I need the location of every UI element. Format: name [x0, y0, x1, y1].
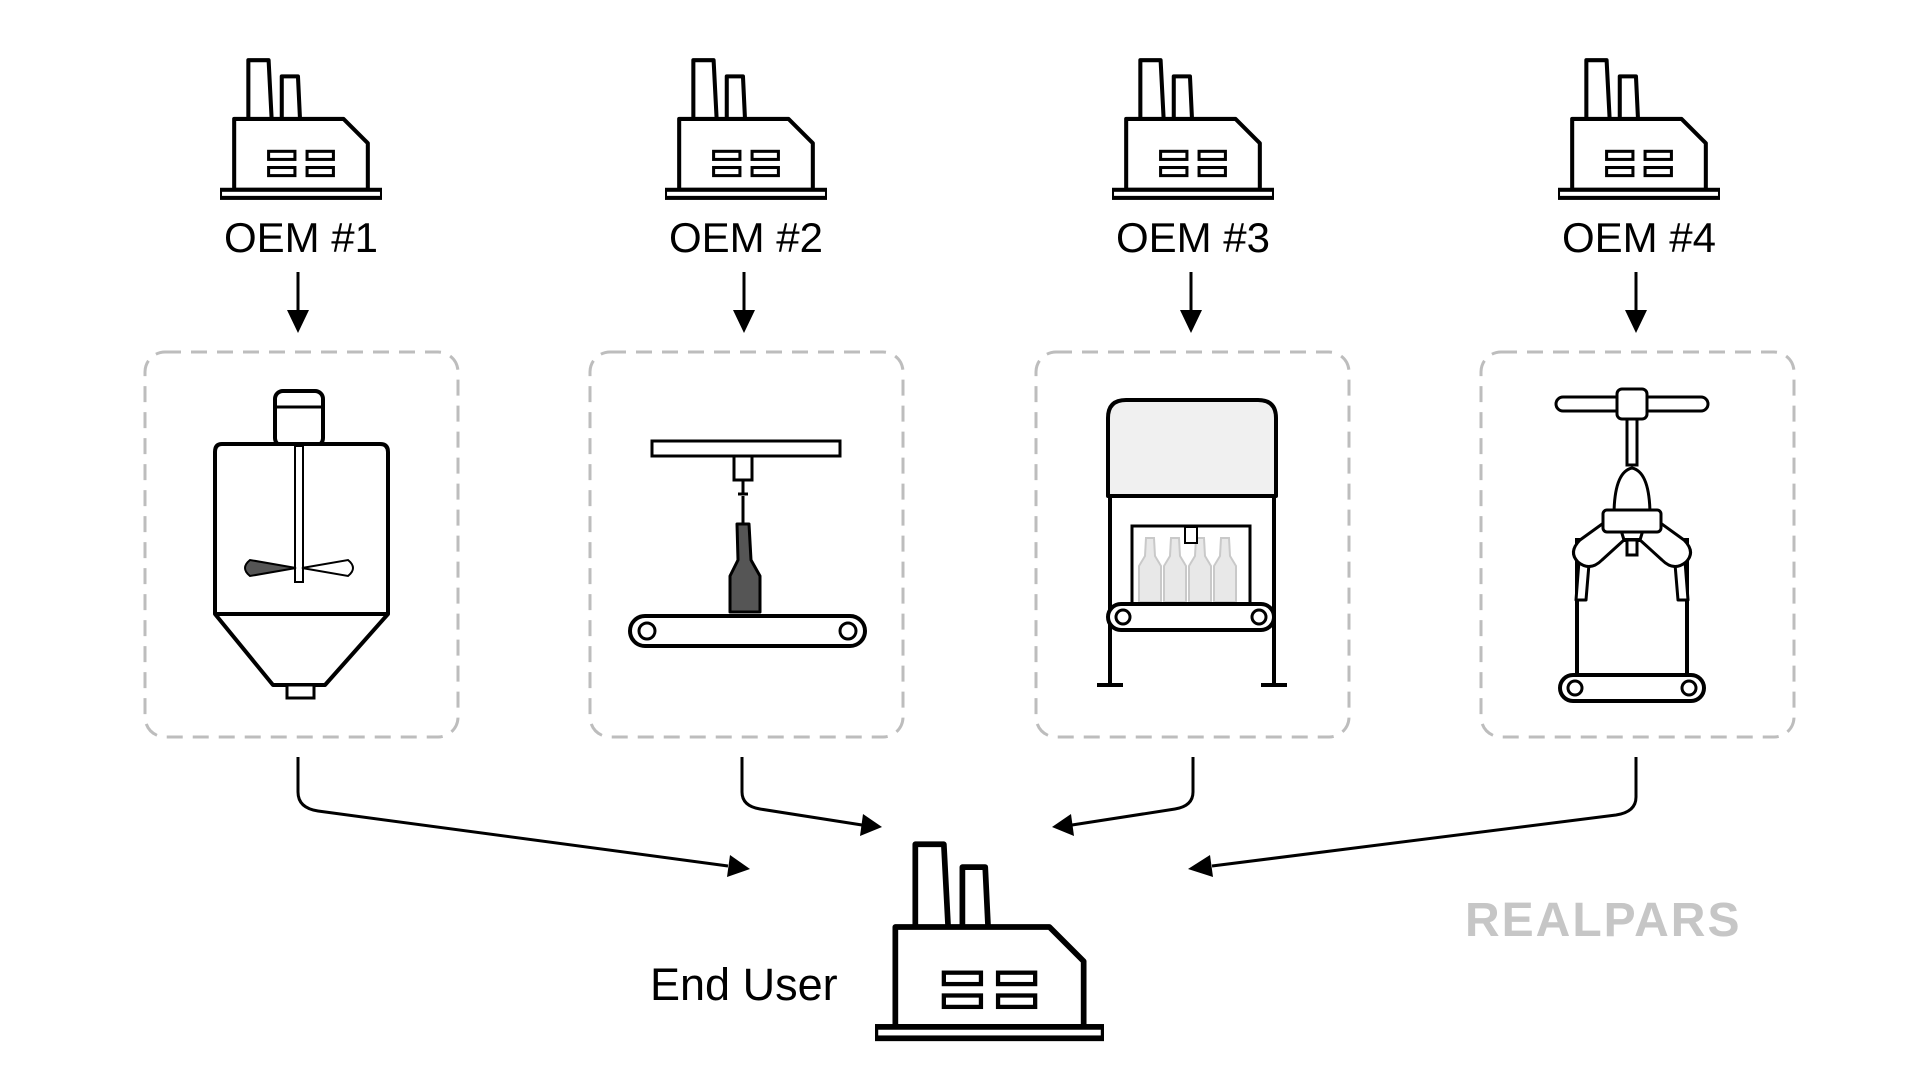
- oem-2-label: OEM #2: [669, 214, 823, 261]
- machine-boxes: [143, 350, 1796, 739]
- arrowhead-icon: [1052, 814, 1074, 836]
- machine-box-3: [1034, 350, 1351, 739]
- down-arrow-icon: [1180, 272, 1202, 333]
- oem-2: OEM #2: [665, 60, 827, 261]
- end-user: End User: [650, 844, 1104, 1038]
- arrowhead-icon: [1188, 855, 1213, 877]
- arrowhead-icon: [860, 814, 882, 836]
- flow-arrow-3: [1071, 757, 1195, 827]
- down-arrow-icon: [287, 272, 309, 333]
- flow-arrows: [296, 757, 1638, 868]
- flow-arrow-4: [1211, 757, 1638, 868]
- end-user-label: End User: [650, 959, 838, 1010]
- oem-3: OEM #3: [1112, 60, 1274, 261]
- down-arrow-icon: [733, 272, 755, 333]
- oem-3-label: OEM #3: [1116, 214, 1270, 261]
- down-arrow-icon: [1625, 272, 1647, 333]
- realpars-logo: REALPARS: [1465, 894, 1741, 947]
- factory-icon: [1558, 60, 1720, 198]
- arrowheads: [727, 814, 1213, 877]
- machine-box-1: [143, 350, 460, 739]
- factory-icon: [220, 60, 382, 198]
- down-arrows: [287, 272, 1647, 333]
- oem-1: OEM #1: [220, 60, 382, 261]
- flow-arrow-1: [296, 757, 729, 868]
- arrowhead-icon: [727, 855, 750, 877]
- factory-icon: [1112, 60, 1274, 198]
- machine-box-4: [1479, 350, 1796, 739]
- bottle-packer-icon: [1097, 398, 1287, 687]
- bottle-filler-icon: [628, 439, 867, 648]
- factory-icon: [875, 844, 1103, 1038]
- robot-palletizer-icon: [1554, 387, 1710, 703]
- oem-4-label: OEM #4: [1562, 214, 1716, 261]
- oem-1-label: OEM #1: [224, 214, 378, 261]
- mixing-tank-icon: [213, 389, 390, 700]
- machine-box-2: [588, 350, 905, 739]
- factory-icon: [665, 60, 827, 198]
- flow-arrow-2: [740, 757, 863, 827]
- oem-4: OEM #4: [1558, 60, 1720, 261]
